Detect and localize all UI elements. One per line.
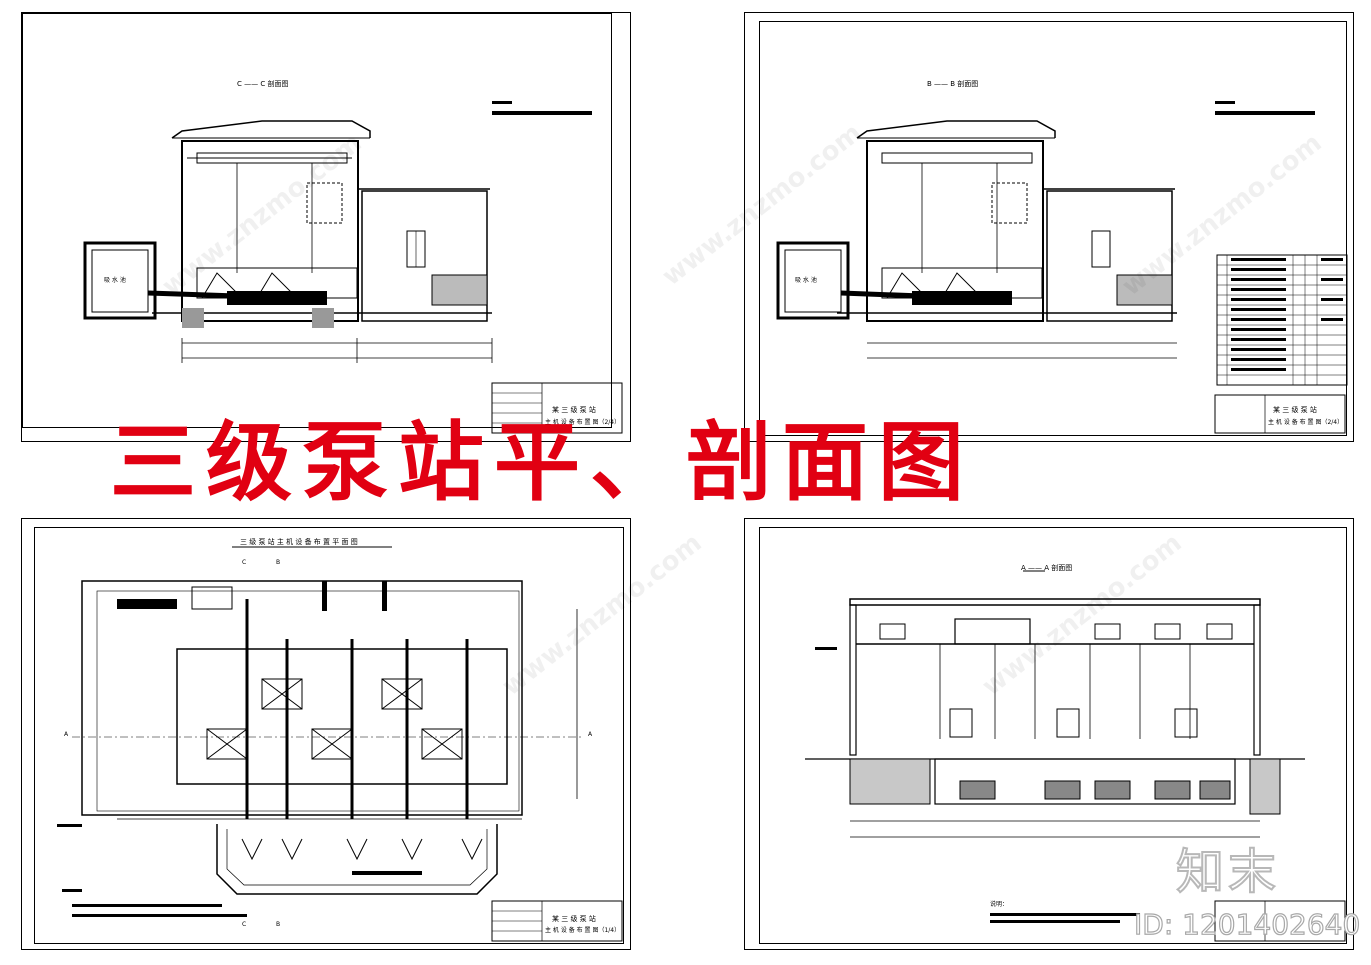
sheet-a-section: A —— A 剖面图 说明：: [744, 518, 1354, 950]
c-section-titleblock-line1: 某 三 级 泵 站: [552, 406, 596, 414]
c-section-drawing: [83, 101, 623, 434]
sheet-b-section: B —— B 剖面图 某 三 级 泵 站 主 机 设 备 布 置 图（2/4） …: [744, 12, 1354, 442]
a-section-note-label: 说明：: [990, 901, 1009, 908]
c-section-titleblock-line2: 主 机 设 备 布 置 图（2/4）: [545, 419, 621, 426]
b-section-titleblock-line1: 某 三 级 泵 站: [1273, 406, 1317, 414]
a-section-drawing: [805, 570, 1346, 942]
a-section-title: A —— A 剖面图: [1021, 564, 1073, 572]
plan-mark-b-bottom: B: [276, 921, 281, 928]
plan-drawing: [57, 546, 623, 942]
plan-mark-b-top: B: [276, 559, 281, 566]
plan-titleblock-line2: 主 机 设 备 布 置 图（1/4）: [545, 927, 621, 934]
plan-mark-a-right: A: [588, 731, 593, 738]
plan-title: 三 级 泵 站 主 机 设 备 布 置 平 面 图: [240, 538, 358, 546]
c-section-title: C —— C 剖面图: [237, 80, 289, 88]
sheet-plan: 三 级 泵 站 主 机 设 备 布 置 平 面 图 C B A A C B 某 …: [21, 518, 631, 950]
c-section-tank-label: 吸 水 池: [104, 277, 126, 284]
watermark-id: ID: 1201402640: [1133, 907, 1361, 941]
b-section-tank-label: 吸 水 池: [795, 277, 817, 284]
b-section-drawing: [776, 101, 1348, 434]
b-section-titleblock-line2: 主 机 设 备 布 置 图（2/4）: [1268, 419, 1344, 426]
plan-titleblock-line1: 某 三 级 泵 站: [552, 915, 596, 923]
b-section-title: B —— B 剖面图: [927, 80, 979, 88]
sheet-c-section: C —— C 剖面图 某 三 级 泵 站 主 机 设 备 布 置 图（2/4） …: [21, 12, 631, 442]
plan-mark-c-bottom: C: [242, 921, 247, 928]
plan-mark-c-top: C: [242, 559, 247, 566]
main-title: 三级泵站平、剖面图: [110, 412, 974, 513]
watermark-logo: 知末: [1175, 843, 1281, 901]
plan-mark-a-left: A: [64, 731, 69, 738]
